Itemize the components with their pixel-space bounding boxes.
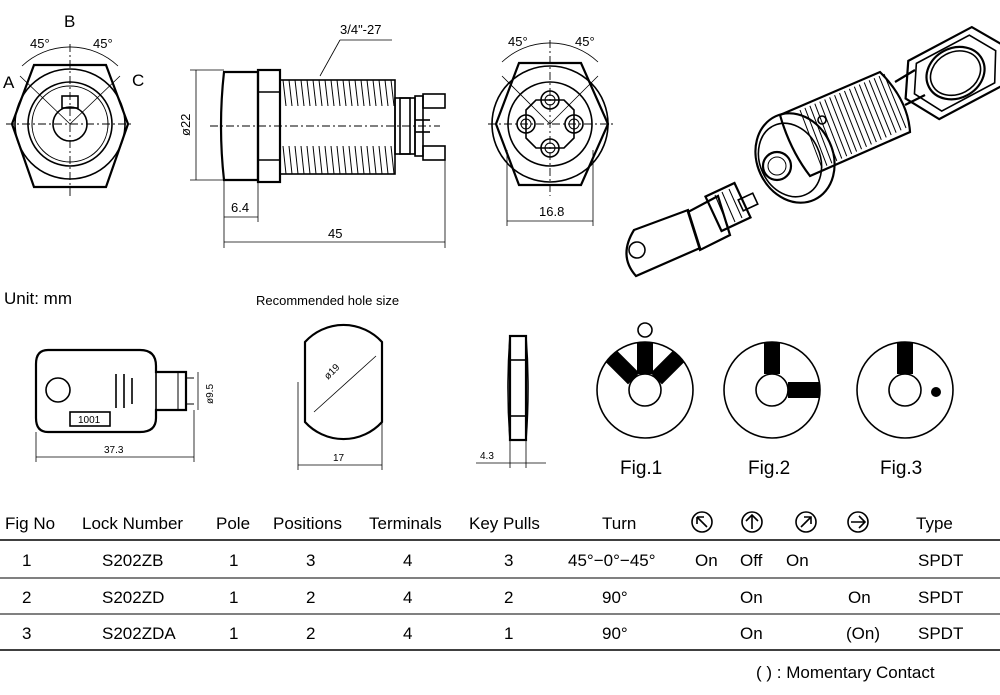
nut-thickness-label: 4.3: [480, 451, 494, 462]
flange-dimension-label: 6.4: [231, 200, 249, 215]
thread-ridges: [282, 79, 395, 175]
rear-angle-right-label: 45°: [575, 34, 595, 49]
key-drawing: 1001 ø9.5 37.3: [34, 348, 216, 462]
cell-pole: 1: [229, 551, 238, 570]
position-a-label: A: [3, 73, 15, 92]
cell-fig-no: 3: [22, 624, 31, 643]
cell-pos-up: Off: [740, 551, 763, 570]
knurled-body: [799, 73, 907, 169]
cell-key-pulls: 1: [504, 624, 513, 643]
spec-table: Fig No Lock Number Pole Positions Termin…: [0, 511, 1000, 682]
footnote-momentary-contact: ( ) : Momentary Contact: [756, 663, 935, 682]
cell-key-pulls: 2: [504, 588, 513, 607]
header-pole: Pole: [216, 514, 250, 533]
cell-key-pulls: 3: [504, 551, 513, 570]
position-b-label: B: [64, 12, 75, 31]
cell-terminals: 4: [403, 624, 412, 643]
fig2-diagram: Fig.2: [723, 341, 821, 479]
cell-fig-no: 2: [22, 588, 31, 607]
unit-label: Unit: mm: [4, 289, 72, 308]
cell-lock-number: S202ZDA: [102, 624, 176, 643]
rear-view: 45° 45° 16.8: [488, 34, 614, 226]
header-type: Type: [916, 514, 953, 533]
hole-size-title: Recommended hole size: [256, 293, 399, 308]
cell-positions: 2: [306, 588, 315, 607]
key-number-label: 1001: [78, 415, 101, 426]
cell-turn: 45°−0°−45°: [568, 551, 656, 570]
cell-fig-no: 1: [22, 551, 31, 570]
arrow-right-icon: [847, 511, 869, 533]
side-view: ø22 6.4 45 3/4"-27: [178, 22, 446, 248]
terminal-dimension-label: 16.8: [539, 204, 564, 219]
arrow-up-right-icon: [795, 511, 817, 533]
cell-lock-number: S202ZD: [102, 588, 164, 607]
table-row: 1 S202ZB 1 3 4 3 45°−0°−45° On Off On SP…: [22, 551, 963, 570]
fig1-caption: Fig.1: [620, 458, 662, 479]
header-positions: Positions: [273, 514, 342, 533]
header-terminals: Terminals: [369, 514, 442, 533]
angle-left-label: 45°: [30, 36, 50, 51]
assembly-illustration: [625, 25, 1000, 278]
key-diameter-label: ø9.5: [205, 384, 216, 404]
cell-pole: 1: [229, 588, 238, 607]
body-diameter-label: ø22: [178, 114, 193, 136]
cell-pos-right: On: [848, 588, 871, 607]
hole-diameter-label: ø19: [322, 362, 342, 382]
cell-terminals: 4: [403, 588, 412, 607]
cell-type: SPDT: [918, 588, 963, 607]
cell-lock-number: S202ZB: [102, 551, 163, 570]
length-dimension-label: 45: [328, 226, 342, 241]
angle-right-label: 45°: [93, 36, 113, 51]
hole-flat-label: 17: [333, 453, 345, 464]
cell-positions: 2: [306, 624, 315, 643]
cell-turn: 90°: [602, 588, 628, 607]
rear-angle-left-label: 45°: [508, 34, 528, 49]
header-fig-no: Fig No: [5, 514, 55, 533]
header-turn: Turn: [602, 514, 636, 533]
cell-type: SPDT: [918, 624, 963, 643]
cell-pos-right: (On): [846, 624, 880, 643]
thread-label: 3/4"-27: [340, 22, 381, 37]
nut-side-drawing: 4.3: [476, 334, 546, 468]
table-row: 2 S202ZD 1 2 4 2 90° On On SPDT: [22, 588, 963, 607]
fig3-diagram: Fig.3: [856, 341, 954, 479]
fig3-caption: Fig.3: [880, 458, 922, 479]
cell-positions: 3: [306, 551, 315, 570]
table-row: 3 S202ZDA 1 2 4 1 90° On (On) SPDT: [22, 624, 963, 643]
header-key-pulls: Key Pulls: [469, 514, 540, 533]
arrow-up-left-icon: [691, 511, 713, 533]
fig2-caption: Fig.2: [748, 458, 790, 479]
cell-terminals: 4: [403, 551, 412, 570]
arrow-up-icon: [741, 511, 763, 533]
header-lock-number: Lock Number: [82, 514, 183, 533]
key-3d: [625, 181, 759, 278]
cell-pole: 1: [229, 624, 238, 643]
cell-turn: 90°: [602, 624, 628, 643]
position-c-label: C: [132, 71, 144, 90]
cell-pos-left: On: [695, 551, 718, 570]
hole-drawing: ø19 17: [297, 323, 384, 470]
front-view: 45° 45° A B C: [3, 12, 144, 196]
fig1-diagram: Fig.1: [596, 322, 694, 479]
cell-pos-up: On: [740, 624, 763, 643]
cell-pos-right-up: On: [786, 551, 809, 570]
cell-type: SPDT: [918, 551, 963, 570]
hex-nut-3d: [904, 25, 1000, 121]
cell-pos-up: On: [740, 588, 763, 607]
key-length-label: 37.3: [104, 445, 124, 456]
